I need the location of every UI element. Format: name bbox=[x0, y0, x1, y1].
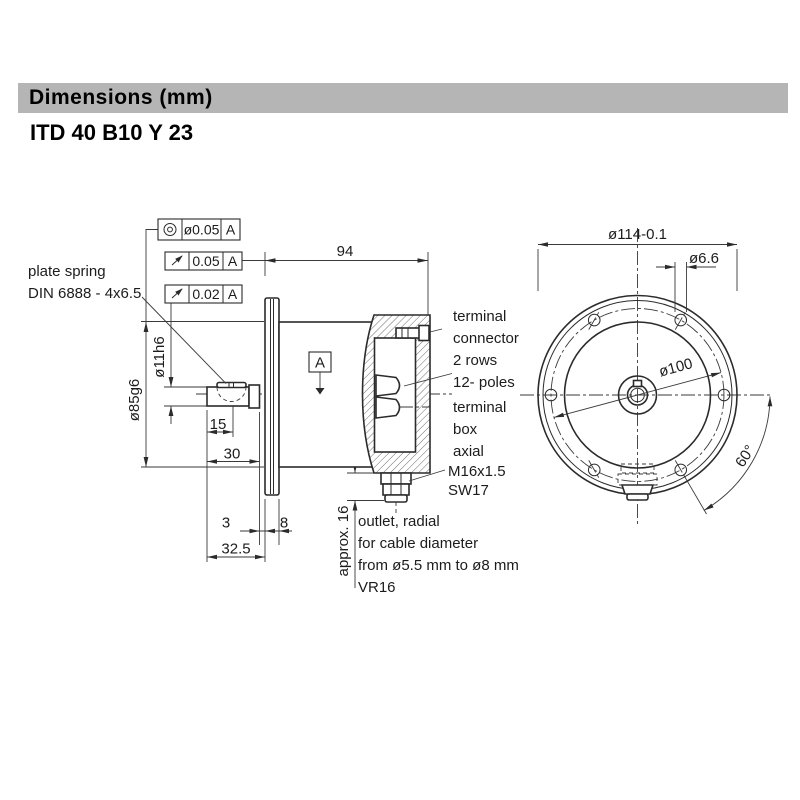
connector-label-4: 12- poles bbox=[453, 374, 515, 391]
model-title: ITD 40 B10 Y 23 bbox=[30, 120, 194, 145]
gland-label-1: M16x1.5 bbox=[448, 463, 506, 480]
dim-outer-diameter: ø114-0.1 bbox=[537, 226, 738, 291]
shaft-end bbox=[617, 375, 658, 415]
connector-label-2: connector bbox=[453, 330, 519, 347]
connector-leader bbox=[403, 373, 453, 387]
plate-spring-label-1: plate spring bbox=[28, 263, 106, 280]
gland-leader bbox=[408, 469, 446, 482]
screw-head bbox=[418, 324, 430, 342]
connector-label-1: terminal bbox=[453, 308, 506, 325]
tolerance-datum: A bbox=[228, 253, 238, 269]
cable-gland bbox=[380, 472, 412, 514]
box-label-2: box bbox=[453, 421, 478, 438]
runout-icon bbox=[171, 288, 183, 299]
dim-8: 8 bbox=[280, 515, 288, 532]
bolt-circle bbox=[550, 308, 725, 482]
dim-hole-angle: 60° bbox=[683, 396, 773, 515]
terminal-box bbox=[361, 314, 443, 474]
housing bbox=[278, 321, 377, 468]
datum-flag: A bbox=[308, 351, 332, 395]
box-label-1: terminal bbox=[453, 399, 506, 416]
dim-angle-label: 60° bbox=[732, 442, 759, 470]
tolerance-value: ø0.05 bbox=[184, 222, 220, 238]
flange-diameter-label: ø85g6 bbox=[126, 379, 143, 422]
tolerance-value: 0.02 bbox=[192, 286, 219, 302]
tolerance-value: 0.05 bbox=[192, 253, 219, 269]
plate-spring-leader bbox=[141, 296, 227, 384]
tolerance-datum: A bbox=[226, 222, 236, 238]
dim-hole-diameter: ø6.6 bbox=[656, 250, 719, 312]
dim-30: 30 bbox=[224, 446, 241, 463]
dim-32-5: 32.5 bbox=[221, 541, 250, 558]
side-view: A plate spring DIN 6888 - 4x6.5 ø11h6 ø8… bbox=[28, 229, 519, 596]
runout-icon bbox=[171, 255, 183, 266]
dim-approx-16: approx. 16 bbox=[335, 506, 352, 577]
box-label-3: axial bbox=[453, 443, 484, 460]
gland-label-2: SW17 bbox=[448, 482, 489, 499]
front-view: ø114-0.1 ø6.6 ø100 60° bbox=[520, 226, 773, 527]
tolerance-frame-runout-2: 0.02 A bbox=[164, 284, 243, 304]
outlet-label-4: VR16 bbox=[358, 579, 396, 596]
dim-15: 15 bbox=[210, 416, 227, 433]
flange bbox=[264, 297, 280, 496]
encoder-body bbox=[206, 297, 377, 496]
outlet-label-1: outlet, radial bbox=[358, 513, 440, 530]
tolerance-frame-concentricity: ø0.05 A bbox=[157, 218, 241, 241]
keyway bbox=[632, 379, 643, 388]
outlet-label-3: from ø5.5 mm to ø8 mm bbox=[358, 557, 519, 574]
dim-3: 3 bbox=[222, 515, 230, 532]
dimension-lines bbox=[141, 229, 429, 588]
outlet-label-2: for cable diameter bbox=[358, 535, 478, 552]
connector-pin-lower bbox=[375, 396, 401, 419]
dim-94: 94 bbox=[337, 243, 354, 260]
dim-outer-label: ø114-0.1 bbox=[608, 226, 667, 243]
section-header-bar: Dimensions (mm) bbox=[18, 83, 788, 113]
plate-spring bbox=[216, 381, 247, 389]
tolerance-datum: A bbox=[228, 286, 238, 302]
datum-label: A bbox=[315, 355, 325, 372]
section-title: Dimensions (mm) bbox=[29, 86, 213, 109]
tolerance-frames: ø0.05 A 0.05 A 0.02 A bbox=[157, 218, 243, 304]
connector-label-3: 2 rows bbox=[453, 352, 497, 369]
plate-spring-hidden-arc bbox=[216, 386, 247, 402]
housing-circle bbox=[563, 321, 712, 469]
shaft-step bbox=[248, 384, 261, 409]
tolerance-frame-runout-1: 0.05 A bbox=[164, 251, 243, 271]
connector-pin-upper bbox=[375, 374, 401, 397]
shaft-diameter-label: ø11h6 bbox=[151, 336, 168, 377]
plate-spring-label-2: DIN 6888 - 4x6.5 bbox=[28, 285, 141, 302]
front-outlet bbox=[617, 463, 658, 501]
dim-hole-label: ø6.6 bbox=[689, 250, 719, 267]
bolt-holes bbox=[544, 310, 731, 480]
dim-bolt-circle-label: ø100 bbox=[657, 355, 694, 380]
concentricity-icon bbox=[163, 223, 177, 236]
